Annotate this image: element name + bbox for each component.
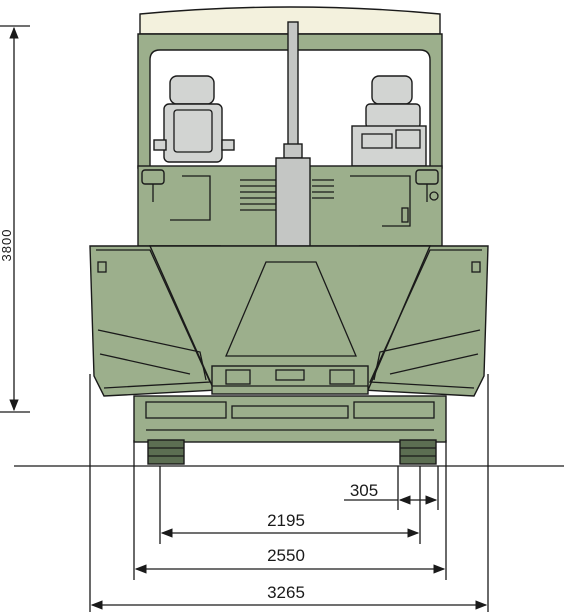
grille-right (312, 179, 334, 199)
canopy-frame (137, 33, 443, 169)
exhaust-pipe (275, 21, 311, 247)
track-width-dimension: 305 (344, 481, 438, 505)
undercarriage (133, 395, 447, 443)
height-label: 3800 (0, 229, 14, 262)
track-outer-label: 2550 (267, 546, 305, 565)
canopy-roof (139, 6, 441, 35)
overall-width-label: 3265 (267, 583, 305, 602)
track-outer-dimension: 2550 (134, 546, 446, 574)
inner-width-label: 2195 (267, 511, 305, 530)
inner-width-dimension: 2195 (160, 511, 420, 538)
grille-left (240, 179, 276, 211)
height-dimension: 3800 (0, 25, 30, 413)
left-track (147, 439, 185, 465)
paver-machine (89, 6, 489, 465)
right-track (399, 439, 437, 465)
track-width-label: 305 (350, 481, 378, 500)
extension-lines (89, 374, 489, 612)
overall-width-dimension: 3265 (90, 583, 488, 610)
right-operator-seat (351, 75, 427, 167)
hopper-center-trapezoid (225, 261, 357, 357)
left-operator-seat (153, 75, 235, 163)
